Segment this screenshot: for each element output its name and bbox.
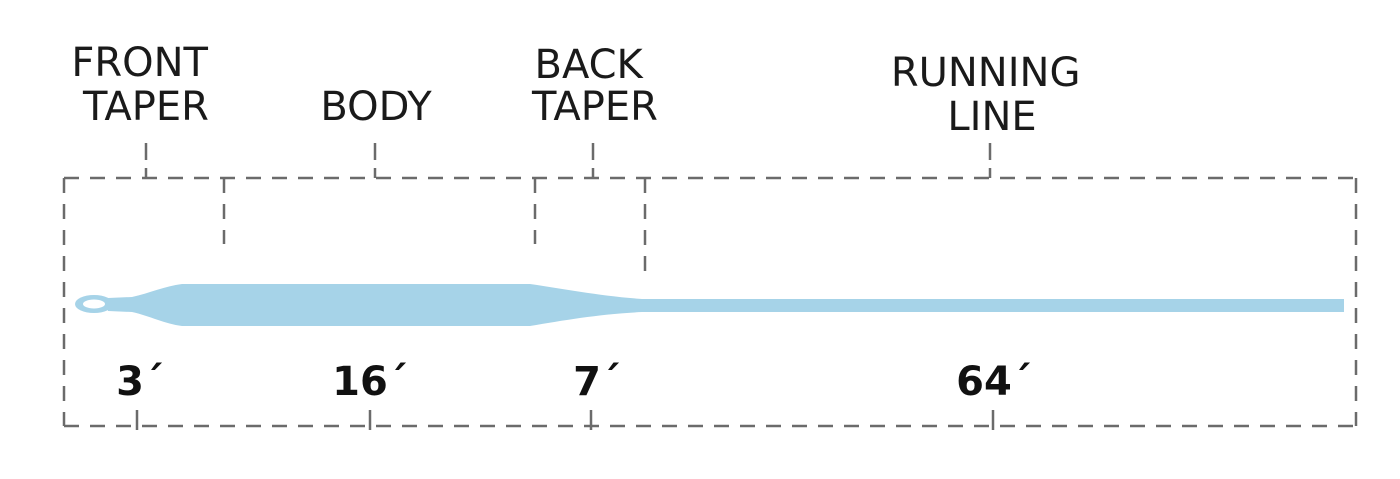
running-line-label-line-1: RUNNING <box>891 50 1081 96</box>
section-dividers <box>222 178 647 272</box>
fly-line-profile <box>108 284 1344 326</box>
back-taper-label: BACK TAPER <box>531 42 658 130</box>
running-line-length: 64´ <box>956 359 1032 405</box>
back-taper-label-line-1: BACK <box>535 42 645 88</box>
length-ticks <box>135 410 995 430</box>
front-taper-length: 3´ <box>116 359 164 405</box>
front-taper-label-line-1: FRONT <box>71 40 208 86</box>
length-labels: 3´ 16´ 7´ 64´ <box>116 359 1032 405</box>
section-labels: FRONT TAPER BODY BACK TAPER RUNNING LINE <box>71 40 1093 140</box>
body-label: BODY <box>320 84 432 130</box>
running-line-label-line-2: LINE <box>947 94 1036 140</box>
front-taper-label-line-2: TAPER <box>82 84 209 130</box>
label-ticks <box>144 143 992 178</box>
back-taper-label-line-2: TAPER <box>531 84 658 130</box>
running-line-label: RUNNING LINE <box>891 50 1093 140</box>
body-label-line-1: BODY <box>320 84 432 130</box>
body-length: 16´ <box>332 359 408 405</box>
fly-line <box>75 284 1344 326</box>
back-taper-length: 7´ <box>573 359 621 405</box>
dashed-frame <box>62 176 1358 428</box>
front-taper-label: FRONT TAPER <box>71 40 220 130</box>
welded-loop-hole <box>83 299 105 309</box>
